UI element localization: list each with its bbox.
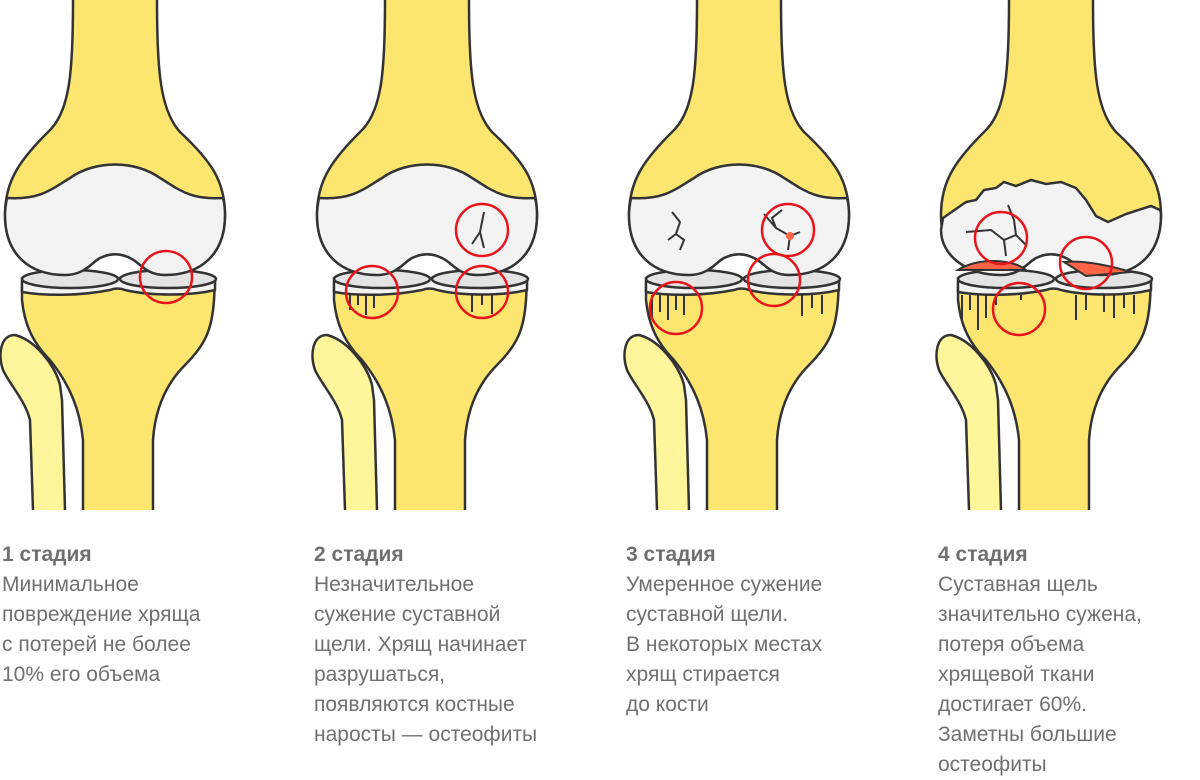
stage-title: 3 стадия: [626, 543, 716, 566]
stage-2-caption: 2 стадия Незначительное сужение суставно…: [314, 540, 604, 750]
caption-line: сужение суставной: [314, 603, 501, 626]
caption-line: В некоторых местах: [626, 633, 823, 656]
caption-line: до кости: [626, 693, 709, 716]
stage-4-caption: 4 стадия Суставная щель значительно суже…: [938, 540, 1200, 780]
stage-title: 4 стадия: [938, 543, 1028, 566]
caption-line: потеря объема: [938, 633, 1085, 656]
caption-line: Незначительное: [314, 573, 475, 596]
damage-marker: [138, 249, 194, 305]
caption-line: остеофиты: [938, 753, 1047, 776]
damage-marker: [1058, 235, 1114, 291]
caption-line: хрящ стирается: [626, 663, 780, 686]
damage-marker: [454, 264, 510, 320]
knee-stage-4: [935, 0, 1163, 512]
knee-stage-2: [311, 0, 539, 512]
stage-title: 1 стадия: [2, 543, 92, 566]
stage-3-caption: 3 стадия Умеренное сужение суставной щел…: [626, 540, 916, 720]
caption-line: с потерей не более: [2, 633, 191, 656]
caption-line: разрушаться,: [314, 663, 446, 686]
damage-marker: [454, 202, 510, 258]
knee-stage-1: [0, 0, 227, 512]
caption-line: хрящевой ткани: [938, 663, 1095, 686]
damage-marker: [991, 281, 1047, 337]
damage-marker: [973, 210, 1029, 266]
cracks-and-osteophytes: [961, 204, 1135, 330]
caption-line: Суставная щель: [938, 573, 1098, 596]
damage-marker: [344, 264, 400, 320]
caption-line: достигает 60%.: [938, 693, 1087, 716]
osteophytes: [349, 211, 493, 315]
damage-marker: [760, 202, 816, 258]
caption-line: Умеренное сужение: [626, 573, 823, 596]
damage-marker: [648, 280, 704, 336]
damage-marker: [746, 252, 802, 308]
caption-line: суставной щели.: [626, 603, 789, 626]
stage-1-caption: 1 стадия Минимальное повреждение хряща с…: [2, 540, 292, 690]
caption-line: наросты — остеофиты: [314, 723, 538, 746]
caption-line: Минимальное: [2, 573, 139, 596]
caption-line: 10% его объема: [2, 663, 161, 686]
caption-line: Заметны большие: [938, 723, 1117, 746]
caption-line: появляются костные: [314, 693, 515, 716]
knee-stages-illustration: [0, 0, 1163, 512]
caption-line: значительно сужена,: [938, 603, 1142, 626]
knee-stage-3: [623, 0, 851, 512]
caption-line: щели. Хрящ начинает: [314, 633, 527, 656]
caption-line: повреждение хряща: [2, 603, 201, 626]
stage-title: 2 стадия: [314, 543, 404, 566]
